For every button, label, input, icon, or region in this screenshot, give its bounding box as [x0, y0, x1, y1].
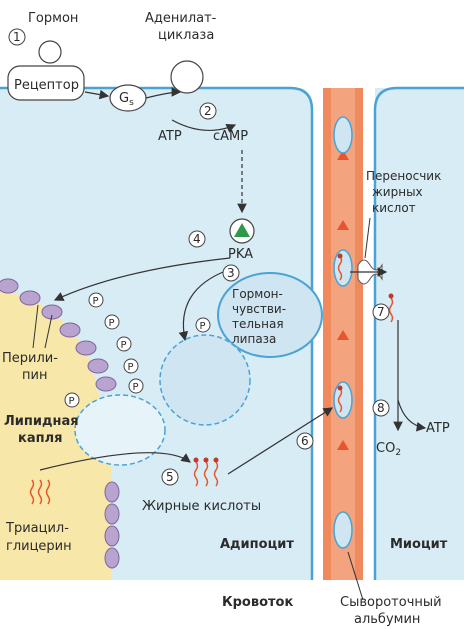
- perilipin-label-2: пин: [22, 368, 47, 383]
- arrow-receptor-to-gs: [84, 89, 110, 100]
- svg-text:P: P: [200, 321, 206, 332]
- receptor-label: Рецептор: [14, 78, 79, 93]
- adipocyte-label: Адипоцит: [220, 537, 294, 552]
- svg-text:P: P: [93, 296, 99, 307]
- serum-albumin-label-2: альбумин: [354, 612, 420, 627]
- phosphate-group: P P P P P P P: [64, 292, 211, 408]
- flow-arrow: [337, 330, 349, 340]
- serum-albumin-label-1: Сывороточный: [340, 595, 442, 610]
- arrow-pka-to-lipase: [178, 269, 229, 342]
- arrow-to-atp: [397, 399, 427, 432]
- pka-label: PKA: [228, 247, 253, 262]
- step-6: 6: [301, 434, 309, 448]
- svg-text:P: P: [133, 382, 139, 393]
- camp-label: cAMP: [213, 129, 248, 144]
- hsl-label-4: липаза: [232, 332, 276, 346]
- lipase-translocated: [159, 334, 251, 426]
- svg-text:P: P: [128, 362, 134, 373]
- triacylglycerol-label-1: Триацил-: [5, 521, 69, 536]
- triacylglycerol-icon: [29, 479, 51, 505]
- adipocyte-membrane: [0, 86, 314, 580]
- svg-text:P: P: [121, 340, 127, 351]
- step-7: 7: [377, 305, 385, 319]
- arrow-atp-to-camp: [171, 119, 237, 133]
- arrow-tag-to-fatty-acids: [39, 452, 191, 471]
- gs-label: Gs: [119, 91, 134, 108]
- step-2: 2: [204, 104, 212, 118]
- hormone-sensitive-lipase: [217, 272, 323, 358]
- svg-text:P: P: [69, 396, 75, 407]
- adenylate-cyclase: [170, 60, 204, 94]
- lipase-at-droplet: [74, 394, 166, 466]
- svg-text:P: P: [109, 318, 115, 329]
- lipid-drop-label-1: Липидная: [4, 414, 79, 429]
- hormone-icon: [38, 40, 62, 64]
- adenylate-cyclase-label: Аденилат-: [145, 11, 217, 26]
- step-4: 4: [193, 232, 201, 246]
- perilipin-pointer: [32, 304, 39, 349]
- transporter-label-1: Переносчик: [366, 169, 441, 183]
- flow-arrow: [337, 440, 349, 450]
- step-5: 5: [166, 470, 174, 484]
- lipid-drop-label-2: капля: [18, 431, 62, 446]
- hsl-label-3: тельная: [232, 317, 284, 331]
- step-markers: 1 2 3 4 5 6 7 8: [8, 28, 390, 486]
- hormone-label: Гормон: [28, 11, 78, 26]
- atp-label: ATP: [158, 129, 182, 144]
- pka-triangle-icon: [234, 223, 250, 237]
- arrow-fatty-acids-to-albumin: [227, 407, 334, 475]
- lipid-droplet-region: [0, 290, 112, 580]
- flow-arrow: [337, 150, 349, 160]
- co2-label: CO2: [376, 441, 401, 458]
- myocyte-membrane: [373, 86, 464, 580]
- transporter-label-3: кислот: [372, 201, 416, 215]
- step-3: 3: [227, 266, 235, 280]
- fatty-acid-chain: [337, 255, 343, 281]
- myocyte-cytoplasm: [375, 88, 464, 580]
- albumin-with-fatty-acid: [333, 381, 353, 419]
- fatty-acid-chain: [337, 387, 343, 413]
- fatty-acids-icon: [193, 461, 219, 487]
- hsl-label-2: чувстви-: [232, 302, 286, 316]
- arrow-pka-to-perilipin: [53, 257, 231, 301]
- fatty-acid-myocyte: [388, 297, 394, 323]
- atp-right-label: ATP: [426, 421, 450, 436]
- receptor: [7, 65, 85, 101]
- fatty-acids-label: Жирные кислоты: [142, 499, 261, 514]
- perilipin-label-1: Перили-: [2, 351, 58, 366]
- perilipin-chain: [0, 278, 120, 569]
- albumin: [333, 116, 353, 154]
- triacylglycerol-label-2: глицерин: [6, 539, 72, 554]
- transporter-label-2: жирных: [372, 185, 423, 199]
- arrow-gs-to-cyclase: [145, 87, 182, 99]
- transporter-pointer: [364, 217, 371, 259]
- bloodstream-label: Кровоток: [222, 595, 293, 610]
- flow-arrow: [337, 220, 349, 230]
- perilipin-pointer: [44, 314, 53, 349]
- myocyte-label: Миоцит: [390, 537, 448, 552]
- albumin-pointer: [347, 551, 364, 601]
- adenylate-cyclase-label-2: циклаза: [158, 28, 214, 43]
- hsl-label-1: Гормон-: [232, 287, 283, 301]
- albumin: [333, 511, 353, 549]
- step-8: 8: [377, 401, 385, 415]
- step-1: 1: [13, 30, 21, 44]
- albumin-with-fatty-acid: [333, 249, 353, 287]
